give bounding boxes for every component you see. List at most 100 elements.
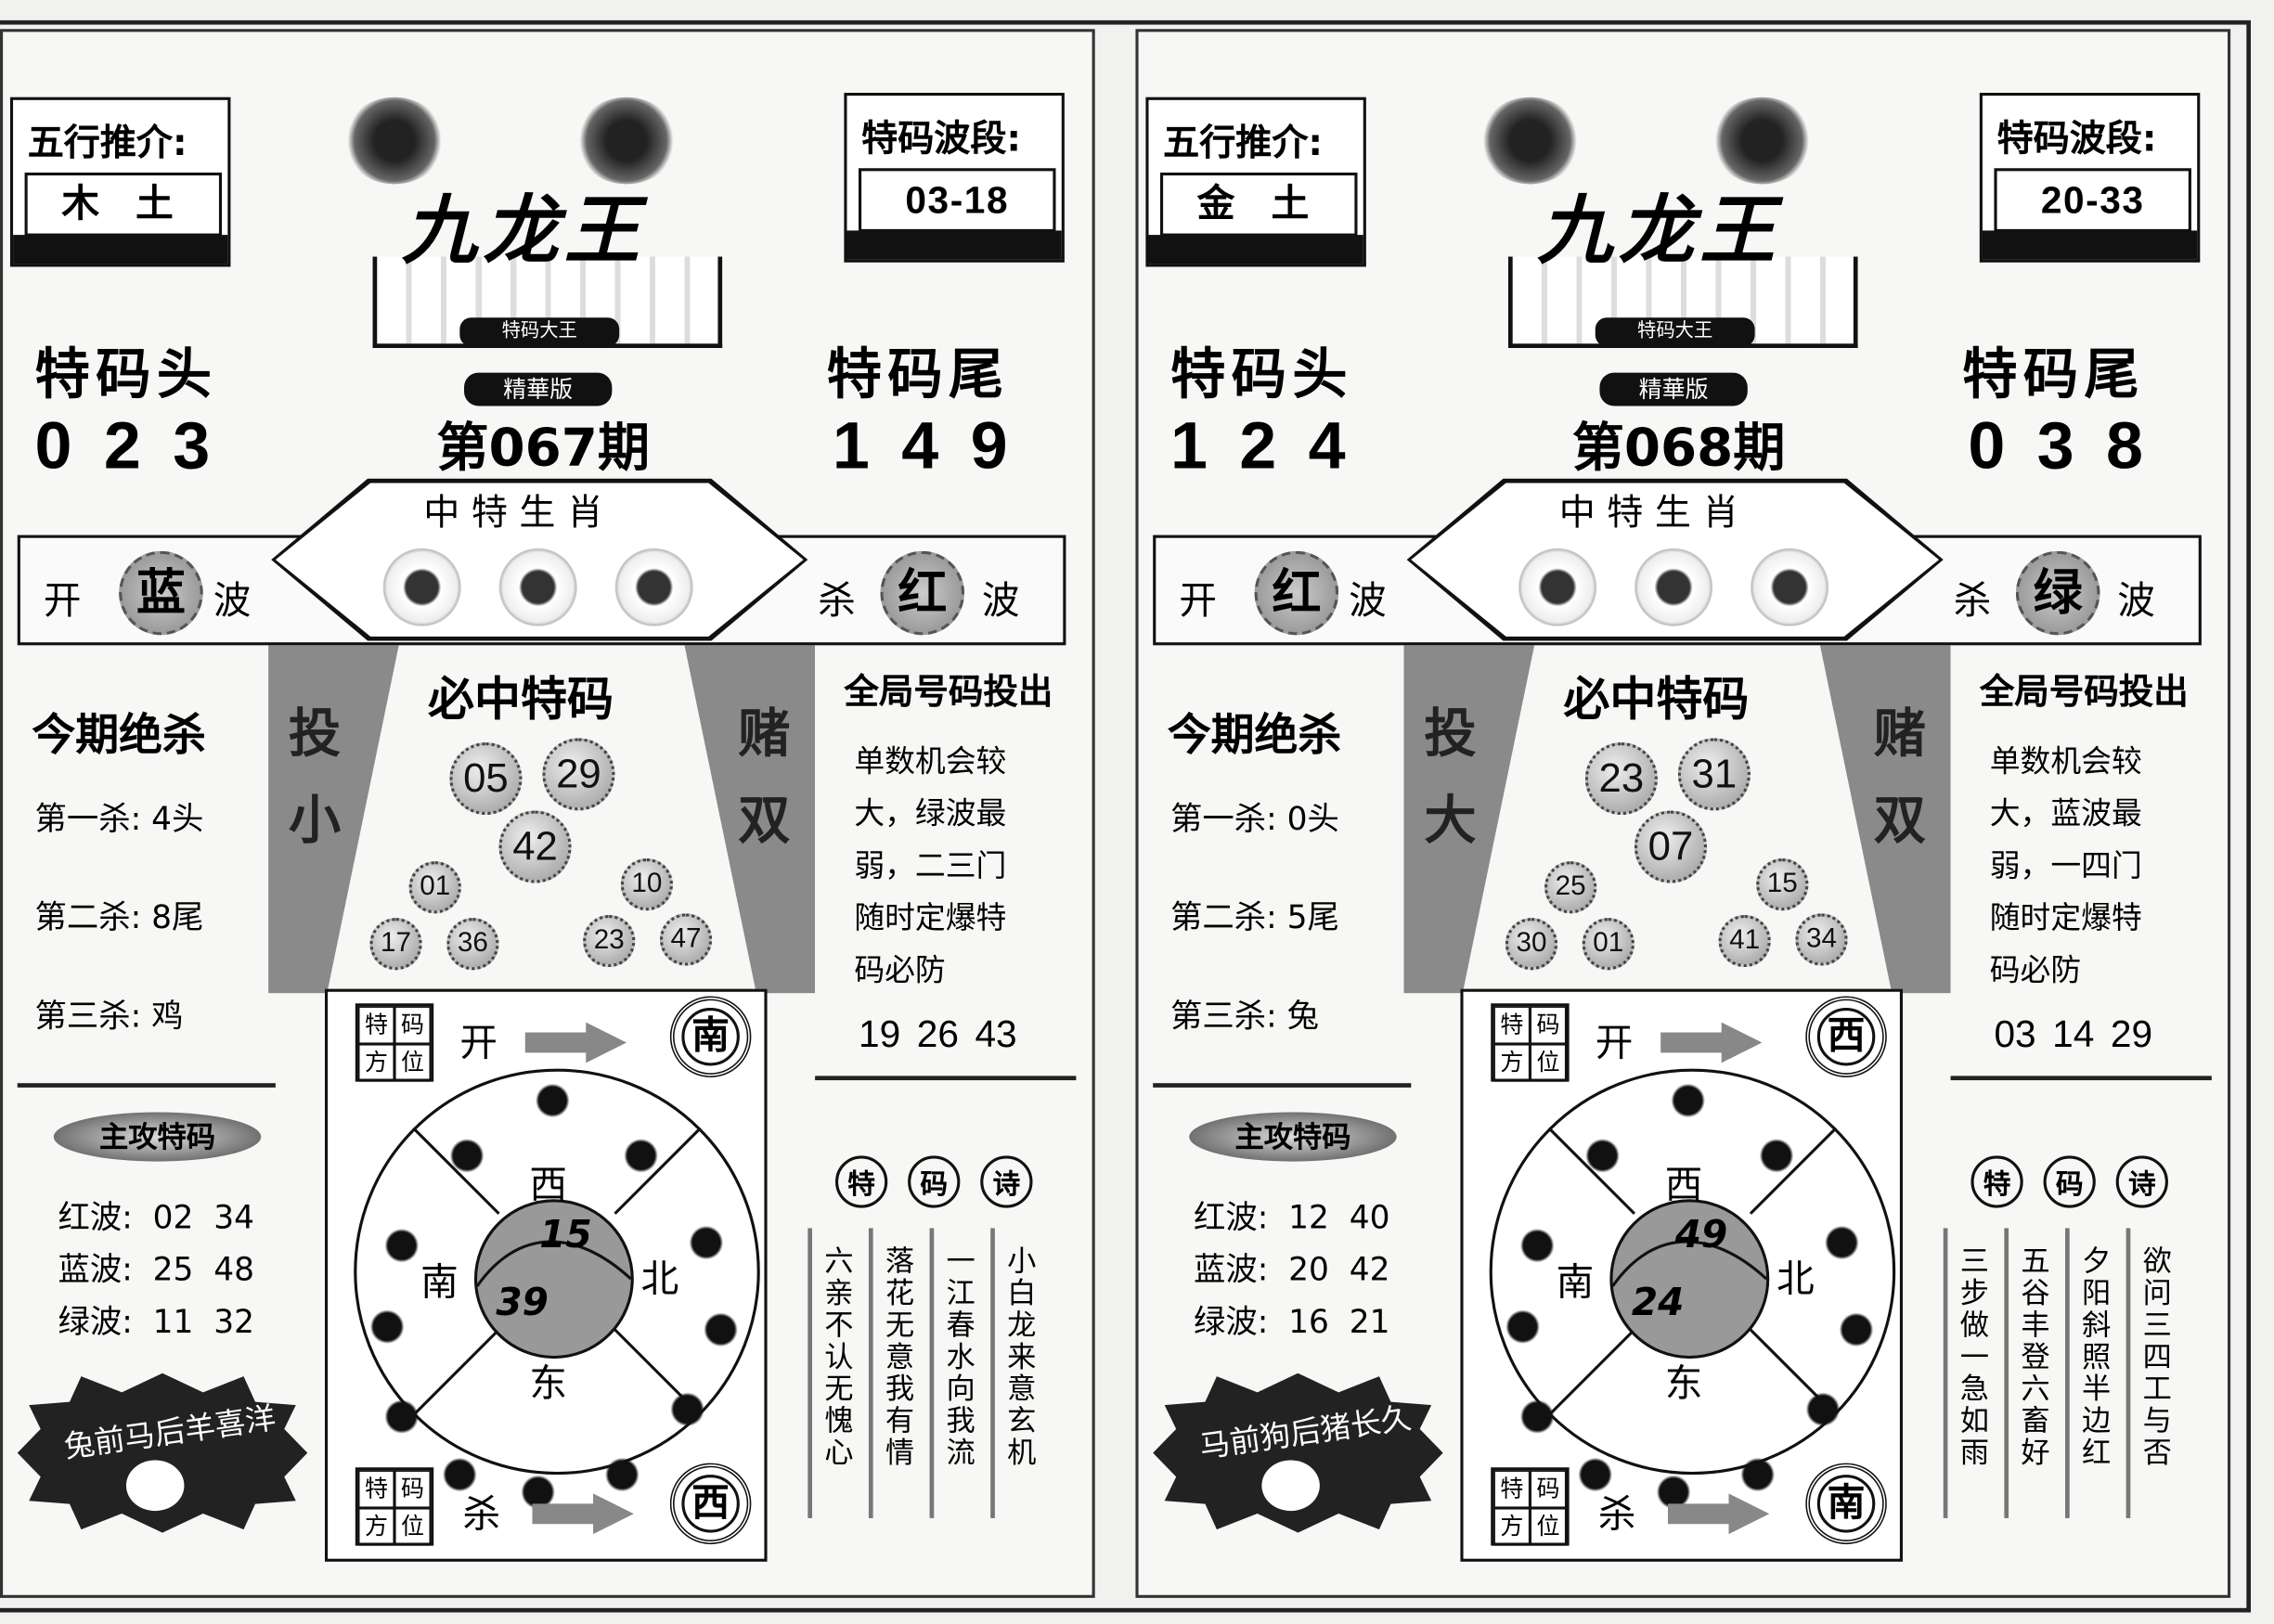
global-line: 随时定爆特 bbox=[1989, 900, 2142, 935]
dragon-icon bbox=[1711, 97, 1814, 185]
tail-value: 149 bbox=[832, 407, 1040, 483]
zodiac-icon bbox=[1515, 1223, 1559, 1268]
boduan-value: 03-18 bbox=[859, 168, 1056, 232]
number-ball: 17 bbox=[369, 918, 422, 971]
zodiac-icon bbox=[1666, 1078, 1711, 1123]
right-bar-char: 赌 bbox=[738, 704, 791, 765]
wheel-dir-top: 西 bbox=[1664, 1164, 1703, 1208]
open-direction-label: 开 bbox=[459, 1022, 497, 1066]
zodiac-icon bbox=[1581, 1133, 1624, 1178]
logo-title: 九龙王 bbox=[1537, 187, 1781, 276]
zodiac-icon bbox=[377, 542, 468, 633]
poem-line: 六亲不认无愧心 bbox=[808, 1228, 866, 1518]
hub-wave bbox=[1611, 1240, 1768, 1287]
dragon-icon bbox=[575, 97, 678, 185]
left-bar-char: 投 bbox=[288, 704, 342, 765]
sheet-border bbox=[0, 19, 2251, 1613]
divider bbox=[1153, 1083, 1412, 1088]
wheel-dividers bbox=[412, 1127, 702, 1417]
wuxing-box: 五行推介: 金 土 bbox=[1145, 97, 1366, 267]
zodiac-icon bbox=[619, 1133, 664, 1178]
kill-item: 第三杀: 鸡 bbox=[34, 999, 184, 1036]
poem-title-char: 特 bbox=[1970, 1155, 2023, 1208]
right-bar-char: 双 bbox=[738, 792, 791, 852]
yin-yang-hub bbox=[473, 1199, 634, 1360]
tip-panel-1: 五行推介: 金 土 九龙王 特码大王 特码波段: 20-33 特码头 124 精… bbox=[1135, 29, 2231, 1598]
number-ball: 34 bbox=[1795, 913, 1848, 966]
poem-line: 一江春水向我流 bbox=[929, 1228, 988, 1518]
number-ball: 07 bbox=[1634, 810, 1708, 883]
wheel-dir-right: 北 bbox=[640, 1258, 679, 1303]
grid-char: 码 bbox=[1530, 1006, 1567, 1044]
edition-badge: 精華版 bbox=[464, 372, 613, 406]
global-line: 单数机会较 bbox=[854, 743, 1007, 780]
number-ball: 15 bbox=[1756, 858, 1809, 911]
number-ball: 47 bbox=[659, 913, 713, 966]
open-wave-color: 红 bbox=[1254, 550, 1339, 636]
zodiac-icon bbox=[1501, 1305, 1545, 1349]
global-line: 随时定爆特 bbox=[854, 900, 1007, 935]
open-wave-color: 蓝 bbox=[119, 550, 203, 636]
number-ball: 10 bbox=[620, 858, 673, 911]
divider bbox=[1148, 235, 1363, 264]
right-bar-char: 赌 bbox=[1873, 704, 1926, 765]
zodiac-icon bbox=[1628, 542, 1719, 633]
direction-wheel bbox=[1489, 1068, 1896, 1476]
dragon-icon bbox=[343, 97, 446, 185]
number-ball: 29 bbox=[542, 738, 615, 811]
poem-line: 落花无意我有情 bbox=[868, 1228, 927, 1518]
attack-title: 主攻特码 bbox=[53, 1112, 262, 1162]
number-ball: 01 bbox=[1582, 918, 1634, 971]
number-ball: 23 bbox=[1584, 742, 1658, 816]
divider bbox=[17, 1083, 276, 1088]
zodiac-icon bbox=[125, 1460, 185, 1512]
zodiac-icon bbox=[1754, 1133, 1799, 1178]
grid-char: 码 bbox=[1530, 1470, 1567, 1508]
grid-char: 特 bbox=[1493, 1470, 1531, 1508]
attack-line: 红波: 02 34 bbox=[58, 1200, 255, 1237]
logo-subtitle: 特码大王 bbox=[459, 317, 620, 347]
zodiac-icon bbox=[1801, 1387, 1845, 1432]
global-line: 大，蓝波最 bbox=[1989, 795, 2142, 831]
global-numbers: 03 14 29 bbox=[1994, 1012, 2153, 1056]
grid-char: 特 bbox=[1493, 1006, 1531, 1044]
kill-wave-color: 绿 bbox=[2015, 550, 2100, 636]
wuxing-value: 木 土 bbox=[24, 172, 223, 237]
zodiac-icon bbox=[445, 1133, 489, 1178]
zodiac-icon bbox=[530, 1078, 575, 1123]
position-grid: 特码方位 bbox=[1491, 1003, 1570, 1082]
kill-item: 第三杀: 兔 bbox=[1169, 999, 1319, 1036]
left-bar-char: 小 bbox=[288, 792, 342, 852]
tail-label: 特码尾 bbox=[1962, 342, 2145, 406]
boduan-label: 特码波段: bbox=[861, 117, 1021, 160]
wheel-dir-bottom: 东 bbox=[529, 1362, 567, 1407]
left-bar-char: 投 bbox=[1424, 704, 1477, 765]
kill-wave-prefix: 杀 bbox=[818, 580, 856, 624]
attack-line: 绿波: 11 32 bbox=[58, 1305, 255, 1342]
kill-item: 第二杀: 5尾 bbox=[1169, 900, 1339, 937]
poem-line: 欲问三四工与否 bbox=[2125, 1228, 2185, 1518]
open-direction: 西 bbox=[1805, 996, 1887, 1077]
direction-wheel bbox=[354, 1068, 760, 1476]
grid-char: 码 bbox=[394, 1470, 432, 1508]
attack-title: 主攻特码 bbox=[1189, 1112, 1397, 1162]
number-ball: 41 bbox=[1718, 914, 1771, 968]
boduan-label: 特码波段: bbox=[1996, 117, 2157, 160]
kill-item: 第二杀: 8尾 bbox=[34, 900, 204, 937]
grid-char: 方 bbox=[1493, 1044, 1531, 1082]
kill-item: 第一杀: 4头 bbox=[34, 802, 204, 839]
divider bbox=[1982, 230, 2198, 260]
global-title: 全局号码投出 bbox=[1979, 671, 2189, 713]
poem-title-char: 诗 bbox=[2115, 1155, 2168, 1208]
grid-char: 位 bbox=[394, 1044, 432, 1082]
global-line: 弱，二三门 bbox=[854, 848, 1007, 883]
global-line: 弱，一四门 bbox=[1989, 848, 2142, 883]
global-line: 码必防 bbox=[1989, 952, 2082, 988]
kill-wave-prefix: 杀 bbox=[1953, 580, 1992, 624]
boduan-value: 20-33 bbox=[1994, 168, 2191, 232]
poem-line: 夕阳斜照半边红 bbox=[2065, 1228, 2124, 1518]
grid-char: 方 bbox=[357, 1044, 394, 1082]
zodiac-icon bbox=[665, 1387, 710, 1432]
must-hit-title: 必中特码 bbox=[1563, 671, 1750, 727]
zodiac-icon bbox=[437, 1452, 482, 1497]
